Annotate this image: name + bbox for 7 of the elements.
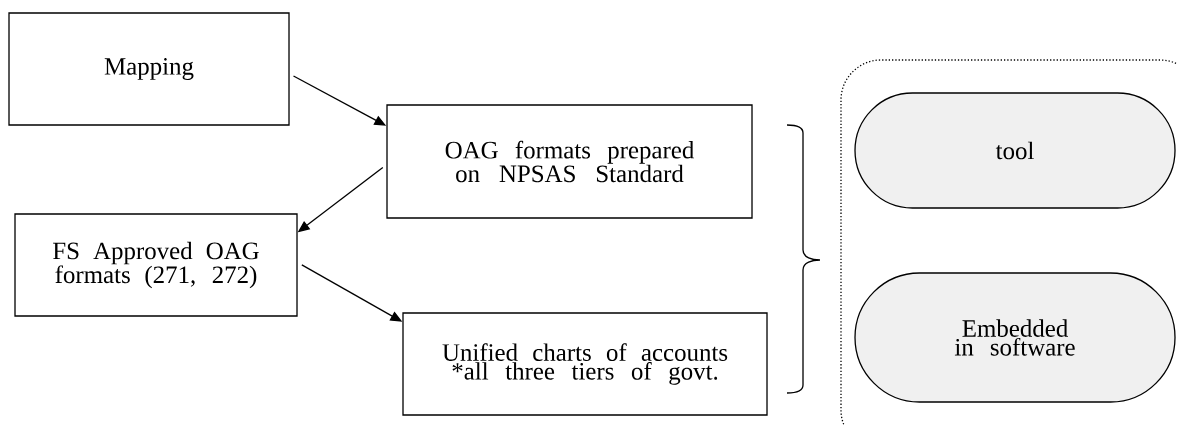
process-box: Mapping: [8, 12, 290, 126]
rounded-box: tool: [854, 92, 1176, 209]
dotted-group-box: [840, 59, 1177, 425]
process-box: OAG formats prepared on NPSAS Standard: [386, 104, 753, 219]
process-box: FS Approved OAG formats (271, 272): [14, 213, 298, 317]
rounded-box: Embedded in software: [854, 272, 1176, 403]
process-box: Unified charts of accounts *all three tiers of govt.: [402, 312, 768, 416]
